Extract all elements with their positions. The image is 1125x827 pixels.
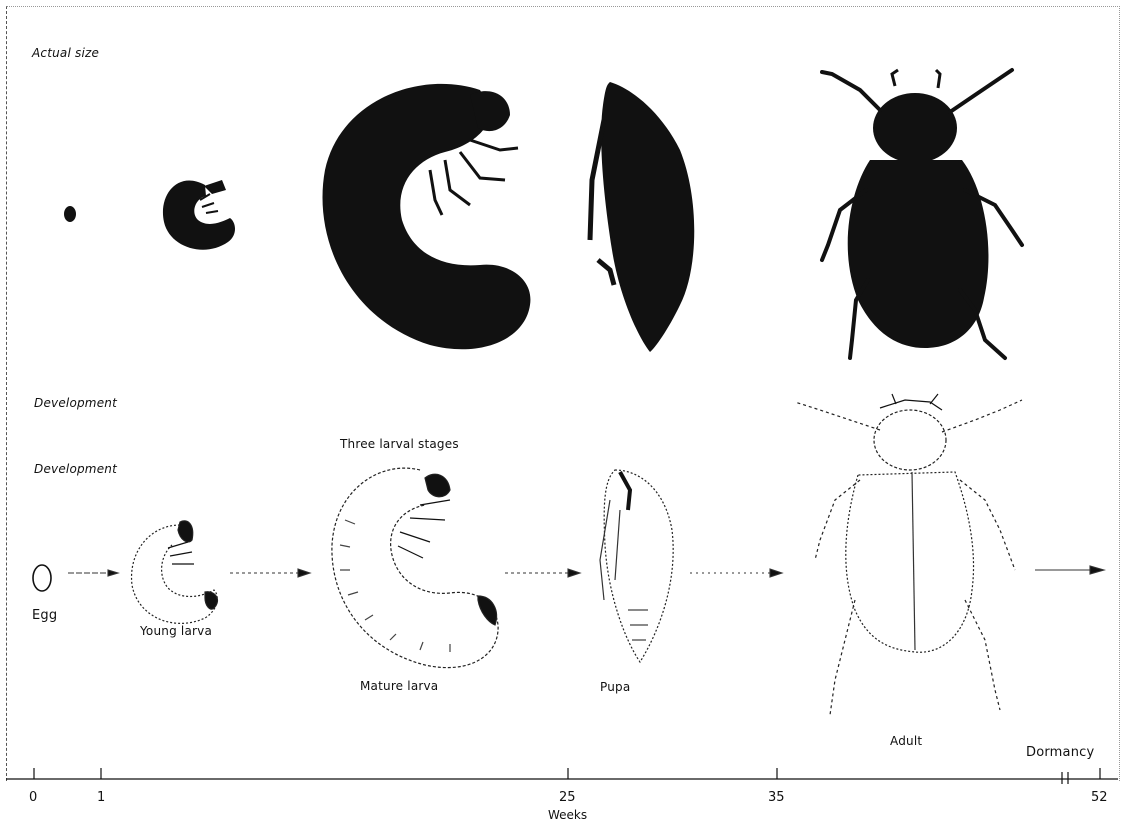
tick-label-52: 52 (1091, 790, 1108, 805)
tick-label-1: 1 (97, 790, 105, 805)
tick-label-25: 25 (559, 790, 576, 805)
axis-title: Weeks (548, 808, 587, 822)
tick-label-35: 35 (768, 790, 785, 805)
tick-label-0: 0 (29, 790, 37, 805)
